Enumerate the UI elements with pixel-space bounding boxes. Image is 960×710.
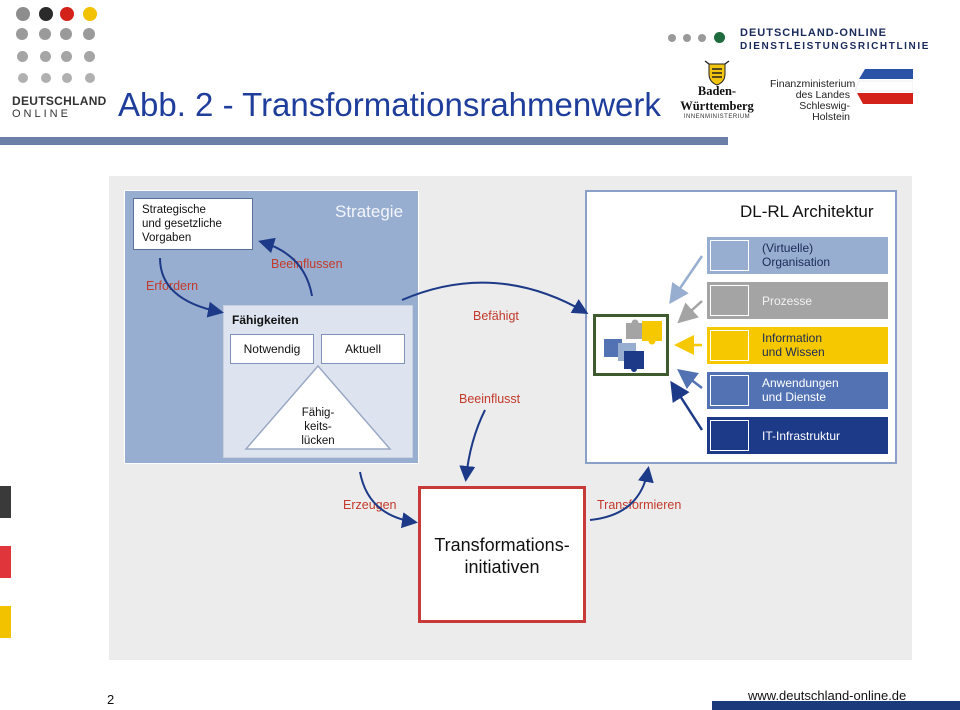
gap-line-1: Fähig- [301,407,335,419]
fm-line-3: Schleswig-Holstein [799,100,850,123]
finanzministerium-logo-text: Finanzministerium des Landes Schleswig-H… [770,78,856,123]
logo-text-deutschland: DEUTSCHLAND [12,94,107,108]
puzzle-piece-icon [710,375,749,406]
erfordern-label: Erfordern [146,279,199,293]
required-capability-box: Notwendig [230,334,314,364]
layer-applications-line-2: und Dienste [762,390,827,404]
capability-gap-triangle [244,364,392,450]
transformieren-label: Transformieren [597,498,682,512]
arrow-beeinflusst-main [459,409,486,482]
footer-url[interactable]: www.deutschland-online.de [748,688,907,703]
puzzle-piece-icon [710,420,749,451]
header-divider [0,137,728,145]
side-bar-gold [0,606,11,638]
requirements-line-3: Vorgaben [142,232,192,244]
layer-it-infrastructure: IT-Infrastruktur [706,416,889,455]
bw-name: Baden-Württemberg [680,84,754,113]
layer-processes-line-1: Prozesse [762,294,813,308]
arrow-infrastruktur [670,380,704,431]
befaehigt-label: Befähigt [473,309,519,323]
arrow-beeinflussen [258,237,313,297]
slide-title: Abb. 2 - Transformationsrahmenwerk [118,86,661,123]
puzzle-piece-icon [710,285,749,316]
baden-wuerttemberg-logo: Baden-Württemberg INNENMINISTERIUM [666,60,768,120]
gap-line-2: keits- [304,421,332,433]
fm-line-1: Finanzministerium [770,78,856,90]
layer-information-line-2: und Wissen [762,345,825,359]
layer-it-infrastructure-line-1: IT-Infrastruktur [762,429,841,443]
gap-line-3: lücken [301,435,335,447]
capabilities-label: Fähigkeiten [232,313,299,327]
fm-line-2: des Landes [795,89,850,101]
layer-organisation-line-2: Organisation [762,255,831,269]
arrow-befaehigt [401,281,589,314]
arrow-erfordern [159,257,224,318]
puzzle-piece-icon [710,330,749,361]
puzzle-piece-icon [710,240,749,271]
logo-text-online: ONLINE [12,108,71,120]
requirements-line-2: und gesetzliche [142,218,222,230]
beeinflussen-label: Beeinflussen [271,257,343,271]
arrow-anwendungen [677,368,703,390]
layer-processes: Prozesse [706,281,889,320]
transformation-initiatives-box: Transformations- initiativen [418,486,586,623]
puzzle-pieces-icon [604,319,662,372]
current-capability-box: Aktuell [321,334,405,364]
initiatives-line-1: Transformations- [434,535,570,555]
beeinflusst-label: Beeinflusst [459,392,521,406]
arrow-organisation [669,255,704,305]
arrow-transformieren [589,466,654,521]
layer-applications-line-1: Anwendungen [762,376,839,390]
architecture-title: DL-RL Architektur [740,202,874,221]
layer-applications: Anwendungen und Dienste [706,371,889,410]
footer-bar [712,701,960,710]
capability-gap-label: Fähig- keits- lücken [282,406,354,448]
schleswig-holstein-flag-icon [855,69,913,104]
page-number: 2 [107,692,115,707]
layer-organisation-line-1: (Virtuelle) [762,241,814,255]
side-bar-black [0,486,11,518]
arrow-erzeugen [359,471,418,529]
logo-text-dl-online: DEUTSCHLAND-ONLINE [740,27,887,39]
initiatives-line-2: initiativen [464,557,540,577]
erzeugen-label: Erzeugen [343,498,397,512]
layer-organisation: (Virtuelle) Organisation [706,236,889,275]
strategy-label: Strategie [335,202,404,221]
strategic-requirements-box: Strategische und gesetzliche Vorgaben [133,198,253,250]
layer-information: Information und Wissen [706,326,889,365]
requirements-line-1: Strategische [142,204,206,216]
combined-puzzle-box [593,314,669,376]
coat-of-arms-icon [704,60,730,86]
side-bar-red [0,546,11,578]
arrow-prozesse [677,300,703,324]
bw-ministry: INNENMINISTERIUM [683,114,751,120]
layer-information-line-1: Information [762,331,823,345]
logo-text-dl-richtlinie: DIENSTLEISTUNGSRICHTLINIE [740,41,931,52]
